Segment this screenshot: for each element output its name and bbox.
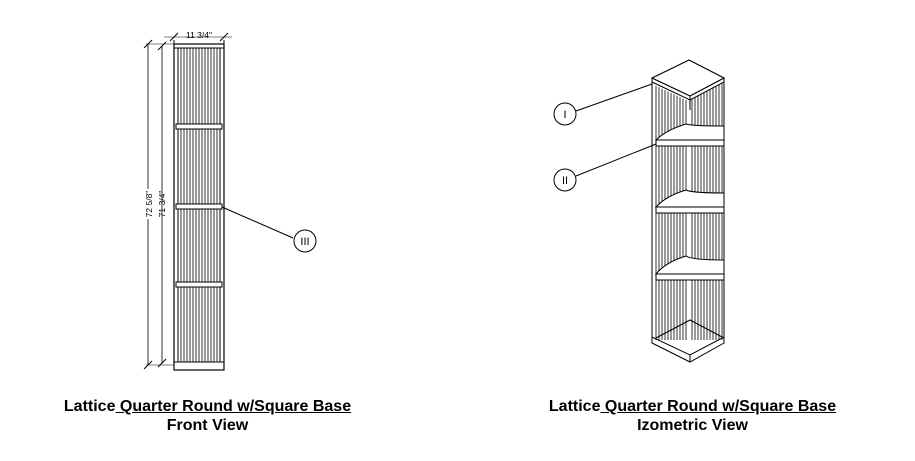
callout-ii-label: II [562, 175, 568, 187]
front-lattice-slats [180, 48, 218, 362]
cabinet-outline [173, 43, 225, 371]
height-dimension-inner [157, 41, 167, 368]
height-inner-dimension-label: 71 3/4" [157, 191, 167, 218]
height-outer-label-bg: █████ [144, 188, 155, 219]
iso-caption-line2: Izometric View [637, 417, 748, 434]
iso-shelves [654, 123, 725, 339]
front-view-caption: Lattice Quarter Round w/Square Base Fron… [20, 397, 395, 435]
callout-i-leader [553, 83, 653, 126]
square-base [651, 336, 725, 363]
front-caption-line1: Lattice Quarter Round w/Square Base [20, 397, 395, 416]
height-outer-dimension-label: 72 5/8" [144, 191, 154, 218]
callout-i-label: I [563, 109, 566, 121]
width-dimension [164, 32, 232, 46]
iso-view-caption: Lattice Quarter Round w/Square Base Izom… [505, 397, 880, 435]
shelf [175, 281, 223, 288]
shelf [175, 123, 223, 130]
shelf [175, 203, 223, 210]
callout-iii-leader [221, 206, 317, 253]
callout-iii-label: III [300, 236, 309, 248]
iso-caption-line1: Lattice Quarter Round w/Square Base [505, 397, 880, 416]
front-caption-prefix: Lattice [63, 398, 116, 415]
front-caption-underlined: Quarter Round w/Square Base [115, 398, 352, 415]
callout-ii-leader [553, 143, 657, 192]
isometric-view [650, 59, 726, 363]
iso-caption-underlined: Quarter Round w/Square Base [600, 398, 837, 415]
height-dimension-outer [143, 39, 174, 370]
iso-caption-prefix: Lattice [548, 398, 601, 415]
width-dimension-label: 11 3/4" [186, 30, 212, 40]
front-caption-line2: Front View [166, 417, 249, 434]
